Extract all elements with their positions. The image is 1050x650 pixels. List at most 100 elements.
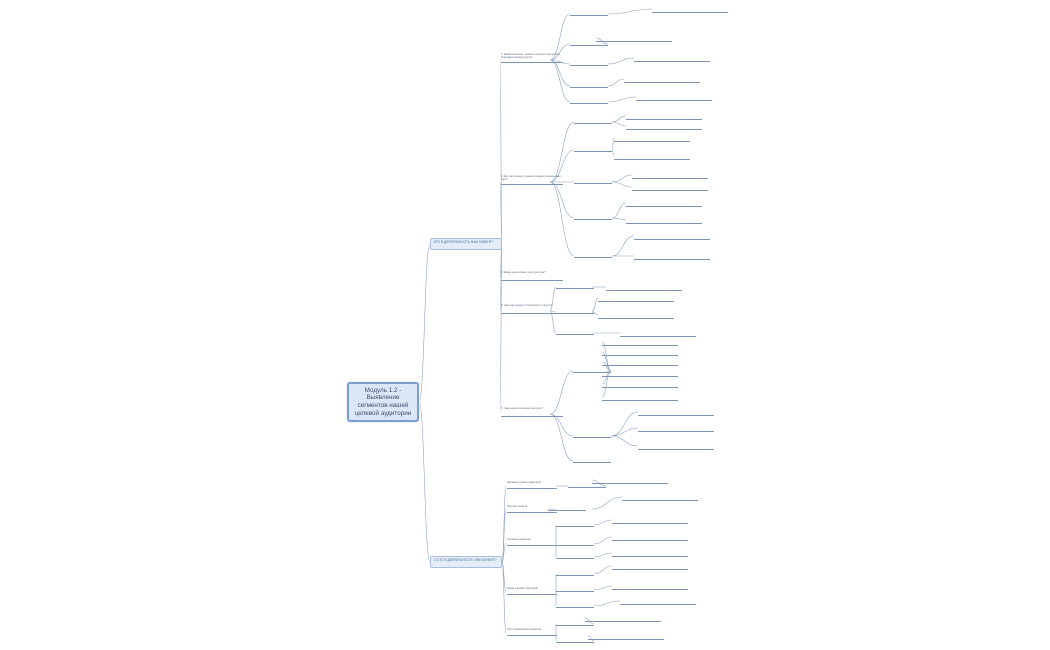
sub-topic[interactable] bbox=[574, 180, 612, 184]
sub-topic[interactable] bbox=[556, 622, 594, 626]
connector-line bbox=[610, 435, 639, 447]
sub-topic[interactable] bbox=[574, 120, 612, 124]
sub-topic[interactable] bbox=[556, 542, 594, 546]
detail-topic[interactable] bbox=[612, 534, 688, 541]
branch-item[interactable]: 3. Какую цель клиент хочет достичь? bbox=[501, 271, 563, 281]
sub-topic[interactable] bbox=[548, 507, 586, 511]
detail-topic[interactable] bbox=[606, 284, 682, 291]
connector-line bbox=[591, 297, 599, 313]
connector-line bbox=[611, 174, 633, 183]
detail-topic[interactable] bbox=[585, 615, 661, 622]
sub-topic[interactable] bbox=[573, 434, 611, 438]
detail-topic[interactable] bbox=[624, 76, 700, 83]
sub-topic[interactable] bbox=[570, 62, 608, 66]
branch-topic-who-client[interactable]: КТО В ДЕЯТЕЛЬНОСТЬ НАШ КЛИЕНТ? bbox=[430, 238, 502, 250]
connector-line bbox=[587, 635, 595, 642]
sub-topic[interactable] bbox=[556, 639, 594, 643]
detail-topic[interactable] bbox=[638, 409, 714, 416]
connector-line bbox=[610, 411, 639, 437]
sub-topic[interactable] bbox=[556, 555, 594, 559]
connector-line bbox=[499, 243, 503, 415]
detail-topic[interactable] bbox=[602, 339, 678, 346]
sub-topic[interactable] bbox=[556, 310, 594, 314]
sub-topic[interactable] bbox=[556, 331, 594, 335]
detail-topic[interactable] bbox=[638, 425, 714, 432]
detail-topic[interactable] bbox=[652, 6, 728, 13]
detail-topic[interactable] bbox=[622, 494, 698, 501]
connector-line bbox=[549, 59, 571, 103]
branch-item[interactable]: Сегменты клиентов bbox=[507, 538, 557, 546]
sub-topic[interactable] bbox=[570, 12, 608, 16]
sub-topic[interactable] bbox=[570, 42, 608, 46]
branch-item[interactable]: Пути привлечения клиентов bbox=[507, 628, 557, 636]
connector-line bbox=[501, 542, 507, 563]
branch-item[interactable]: 2. Для чего клиенту нужен в первую очере… bbox=[501, 175, 563, 185]
sub-topic[interactable] bbox=[556, 572, 594, 576]
sub-topic[interactable] bbox=[570, 100, 608, 104]
connector-line bbox=[601, 370, 612, 398]
detail-topic[interactable] bbox=[632, 184, 708, 191]
sub-topic[interactable] bbox=[570, 84, 608, 88]
detail-topic[interactable] bbox=[602, 370, 678, 377]
connector-line bbox=[549, 13, 571, 61]
detail-topic[interactable] bbox=[602, 381, 678, 388]
branch-item[interactable]: Портрет клиента bbox=[507, 505, 557, 513]
connector-line bbox=[607, 96, 637, 103]
root-topic[interactable]: Модуль 1.2 - Выявление сегментов нашей ц… bbox=[347, 382, 419, 422]
detail-topic[interactable] bbox=[598, 312, 674, 319]
connector-line bbox=[549, 286, 557, 312]
connector-line bbox=[501, 561, 507, 634]
detail-topic[interactable] bbox=[612, 550, 688, 557]
detail-topic[interactable] bbox=[614, 153, 690, 160]
detail-topic[interactable] bbox=[612, 563, 688, 570]
connector-line bbox=[610, 427, 639, 437]
detail-topic[interactable] bbox=[602, 349, 678, 356]
connector-line bbox=[611, 149, 615, 157]
branch-topic-who-already-client[interactable]: 2. КТО В ДЕЯТЕЛЬНОСТЬ УЖЕ КЛИЕНТ? bbox=[430, 556, 502, 568]
branch-item[interactable]: 4. Чем наш продукт отличается от других? bbox=[501, 304, 563, 314]
branch-item[interactable]: 1. Какой результат, ценность получит наш… bbox=[501, 53, 563, 63]
detail-topic[interactable] bbox=[620, 330, 696, 337]
detail-topic[interactable] bbox=[596, 35, 672, 42]
branch-item[interactable]: 5. Чему научится клиент на курсе? bbox=[501, 407, 563, 417]
connector-line bbox=[607, 8, 653, 15]
detail-topic[interactable] bbox=[626, 123, 702, 130]
detail-topic[interactable] bbox=[634, 55, 710, 62]
sub-topic[interactable] bbox=[574, 148, 612, 152]
detail-topic[interactable] bbox=[632, 172, 708, 179]
connector-line bbox=[611, 115, 627, 123]
detail-topic[interactable] bbox=[620, 598, 696, 605]
detail-topic[interactable] bbox=[612, 583, 688, 590]
detail-topic[interactable] bbox=[602, 394, 678, 401]
detail-topic[interactable] bbox=[598, 295, 674, 302]
detail-topic[interactable] bbox=[626, 113, 702, 120]
sub-topic[interactable] bbox=[573, 369, 611, 373]
detail-topic[interactable] bbox=[602, 359, 678, 366]
connector-line bbox=[549, 43, 571, 61]
connector-line bbox=[418, 243, 431, 403]
detail-topic[interactable] bbox=[634, 233, 710, 240]
sub-topic[interactable] bbox=[556, 285, 594, 289]
detail-topic[interactable] bbox=[626, 200, 702, 207]
sub-topic[interactable] bbox=[556, 588, 594, 592]
sub-topic[interactable] bbox=[573, 459, 611, 463]
detail-topic[interactable] bbox=[638, 443, 714, 450]
branch-item[interactable]: Целевой сегмент аудитории bbox=[507, 481, 557, 489]
detail-topic[interactable] bbox=[614, 135, 690, 142]
connector-line bbox=[607, 78, 625, 87]
detail-topic[interactable] bbox=[588, 633, 664, 640]
connector-line bbox=[549, 121, 575, 183]
detail-topic[interactable] bbox=[636, 94, 712, 101]
detail-topic[interactable] bbox=[612, 517, 688, 524]
detail-topic[interactable] bbox=[634, 253, 710, 260]
sub-topic[interactable] bbox=[568, 484, 606, 488]
detail-topic[interactable] bbox=[626, 217, 702, 224]
sub-topic[interactable] bbox=[574, 254, 612, 258]
sub-topic[interactable] bbox=[556, 604, 594, 608]
branch-item[interactable]: Поиск и выбор аудитории bbox=[507, 587, 557, 595]
connector-line bbox=[501, 509, 507, 563]
sub-topic[interactable] bbox=[574, 216, 612, 220]
detail-topic[interactable] bbox=[592, 477, 668, 484]
sub-topic[interactable] bbox=[556, 523, 594, 527]
